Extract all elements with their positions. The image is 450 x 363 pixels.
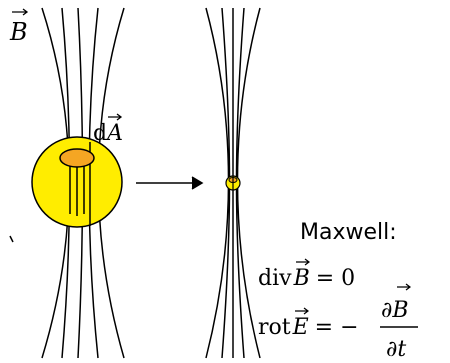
div-rhs: = 0: [316, 266, 355, 291]
equation-div: divB= 0: [258, 258, 355, 291]
field-label-b: B: [9, 8, 29, 46]
equations-title: Maxwell:: [300, 220, 397, 245]
stray-mark: [9, 235, 14, 243]
svg-text:rotE= −: rotE= −: [258, 315, 359, 340]
rot-operator: rot: [258, 315, 291, 340]
vector-arrow-b: [12, 8, 29, 16]
svg-text:∂B: ∂B: [381, 298, 409, 323]
frac-denominator: ∂t: [386, 337, 406, 362]
equation-rot: rotE= − ∂B ∂t: [258, 283, 418, 362]
area-element-label: dA: [93, 113, 123, 146]
limit-arrow: [136, 176, 204, 190]
rot-rhs: = −: [315, 315, 359, 340]
div-field: B: [293, 266, 310, 291]
rot-field: E: [292, 315, 309, 340]
vector-arrow-rot-e: [295, 307, 309, 315]
frac-partial: ∂: [381, 298, 392, 323]
vector-arrow-div-b: [296, 258, 310, 266]
svg-text:divB= 0: divB= 0: [258, 266, 355, 291]
vector-arrow-a: [108, 113, 123, 121]
field-label-b-text: B: [9, 18, 28, 46]
frac-num-field: B: [391, 298, 408, 323]
div-operator: div: [258, 266, 292, 291]
vector-arrow-frac-b: [397, 283, 411, 291]
area-element-a: A: [105, 121, 123, 146]
area-element-patch: [59, 148, 95, 168]
area-element-d: d: [93, 121, 107, 146]
svg-text:dA: dA: [93, 121, 123, 146]
